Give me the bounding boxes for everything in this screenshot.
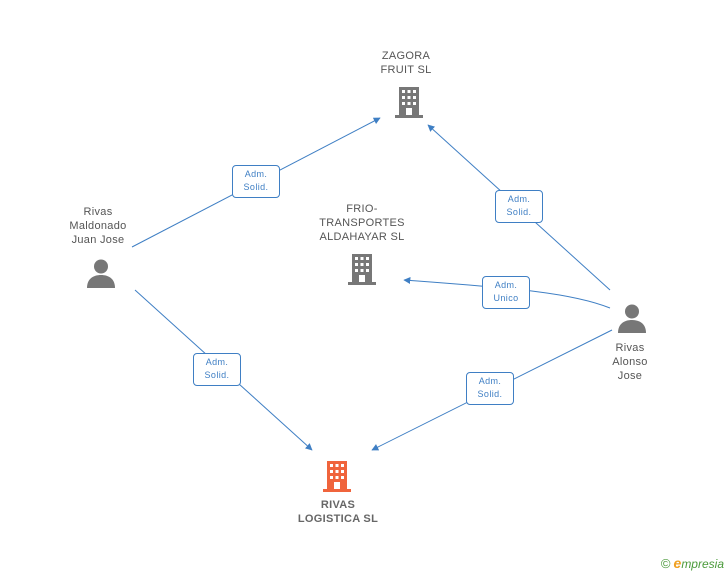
node-label-rivas-alonso[interactable]: Rivas Alonso Jose bbox=[590, 341, 670, 383]
node-label-line: Juan Jose bbox=[71, 234, 125, 246]
edge-label-maldonado-zagora[interactable]: Adm. Solid. bbox=[232, 165, 280, 198]
building-icon[interactable] bbox=[321, 459, 353, 493]
node-label-rivas-maldonado[interactable]: Rivas Maldonado Juan Jose bbox=[48, 205, 148, 247]
brand-logo-text: mpresia bbox=[681, 557, 724, 571]
node-label-line: TRANSPORTES bbox=[319, 217, 405, 229]
node-label-line: Jose bbox=[617, 370, 643, 382]
copyright-symbol: © bbox=[660, 556, 671, 571]
node-label-line: FRIO- bbox=[346, 203, 378, 215]
edge-label-alonso-rivas-logistica[interactable]: Adm. Solid. bbox=[466, 372, 514, 405]
node-label-line: RIVAS bbox=[320, 499, 356, 511]
edge-label-line: Adm. bbox=[205, 357, 229, 367]
edge-label-line: Adm. bbox=[244, 169, 268, 179]
brand-logo-initial: e bbox=[673, 555, 682, 571]
node-label-line: Alonso bbox=[612, 356, 648, 368]
edge-label-line: Adm. bbox=[478, 376, 502, 386]
node-label-rivas-logistica[interactable]: RIVAS LOGISTICA SL bbox=[278, 498, 398, 526]
edge-label-line: Adm. bbox=[494, 280, 518, 290]
edge-line-alonso-frio bbox=[403, 276, 611, 309]
edge-label-line: Solid. bbox=[243, 182, 269, 192]
edge-label-line: Solid. bbox=[506, 207, 532, 217]
edge-label-line: Solid. bbox=[204, 370, 230, 380]
node-label-line: Rivas bbox=[615, 342, 645, 354]
footer-brand[interactable]: ©empresia bbox=[661, 555, 724, 571]
building-icon[interactable] bbox=[393, 85, 425, 119]
node-label-zagora-fruit[interactable]: ZAGORA FRUIT SL bbox=[356, 49, 456, 77]
edge-label-alonso-frio[interactable]: Adm. Unico bbox=[482, 276, 530, 309]
edge-label-line: Unico bbox=[493, 293, 519, 303]
person-icon[interactable] bbox=[86, 258, 116, 290]
edge-label-line: Adm. bbox=[507, 194, 531, 204]
node-label-line: FRUIT SL bbox=[380, 64, 432, 76]
edge-label-maldonado-rivas-logistica[interactable]: Adm. Solid. bbox=[193, 353, 241, 386]
building-icon[interactable] bbox=[346, 252, 378, 286]
node-label-line: ZAGORA bbox=[381, 50, 431, 62]
edge-label-alonso-zagora[interactable]: Adm. Solid. bbox=[495, 190, 543, 223]
node-label-line: LOGISTICA SL bbox=[297, 513, 379, 525]
node-label-line: Rivas bbox=[83, 206, 113, 218]
node-label-frio-transportes[interactable]: FRIO- TRANSPORTES ALDAHAYAR SL bbox=[302, 202, 422, 244]
node-label-line: ALDAHAYAR SL bbox=[319, 231, 405, 243]
node-label-line: Maldonado bbox=[69, 220, 127, 232]
edge-label-line: Solid. bbox=[477, 389, 503, 399]
person-icon[interactable] bbox=[617, 303, 647, 335]
